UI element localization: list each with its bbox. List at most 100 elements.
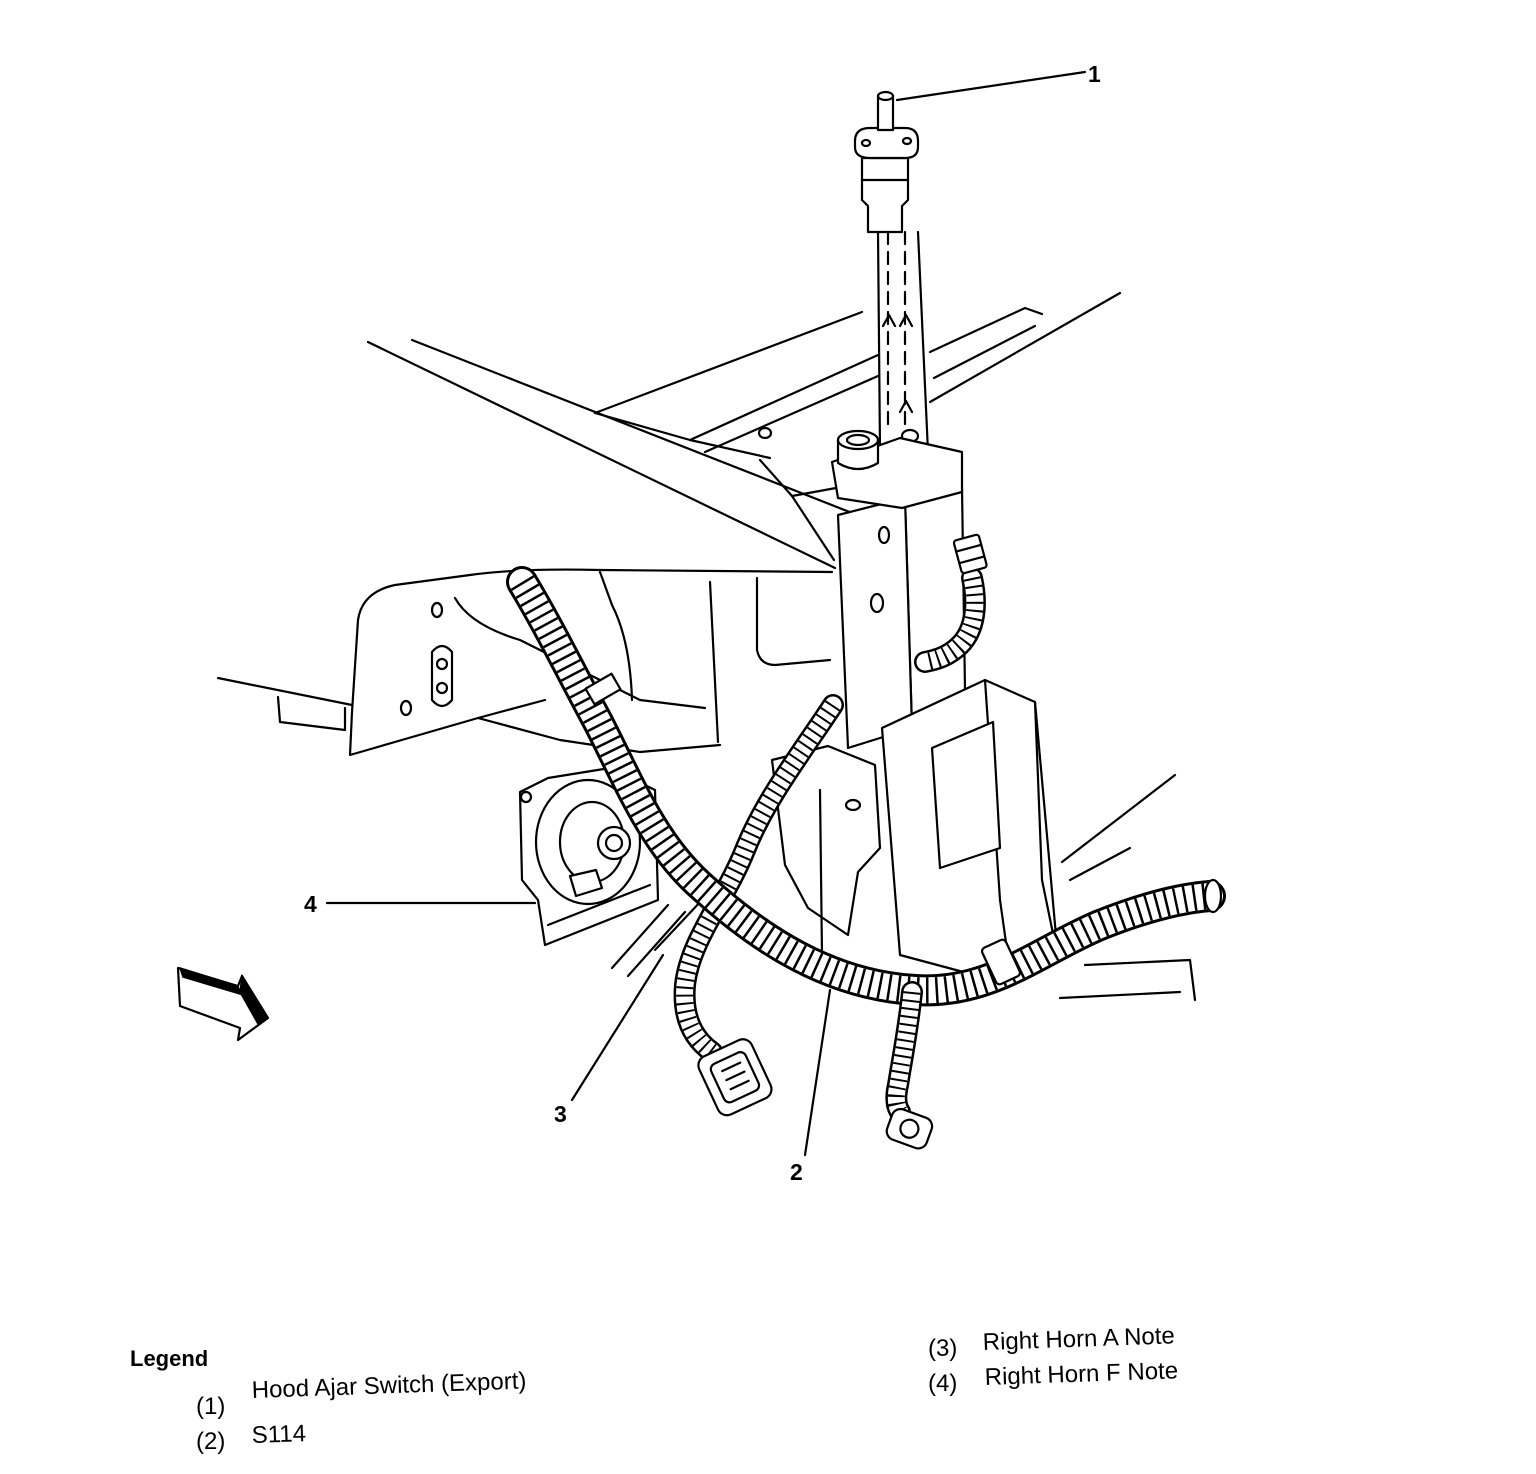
hood-ajar-switch <box>853 90 920 234</box>
tie-bar-edge <box>703 374 880 454</box>
switch-connector <box>952 533 988 575</box>
stem-edge <box>916 230 930 454</box>
switch-flange <box>853 126 920 160</box>
harness-branch-splice <box>896 992 912 1112</box>
callout-labels: 1 2 3 4 <box>304 61 1101 1185</box>
legend-item-label: S114 <box>251 1420 306 1449</box>
guide-chevron <box>898 313 914 328</box>
guide-chevron <box>898 399 914 414</box>
connector-face <box>899 1118 920 1139</box>
callout-leaders <box>325 70 1087 1157</box>
connector-body <box>952 533 988 575</box>
tie-bar-edge <box>593 310 864 415</box>
plunger-tip <box>876 90 895 102</box>
panel-hole <box>757 426 773 440</box>
flange-hole <box>901 136 913 146</box>
fender-hole <box>430 601 444 619</box>
callout-4: 4 <box>304 891 317 917</box>
arrow-shade-head <box>239 973 270 1026</box>
leader-line-1 <box>895 70 1087 102</box>
horn-disc <box>534 778 642 906</box>
hood-latch-bracket <box>880 678 1060 987</box>
bolt-head-inner <box>845 433 871 447</box>
legend-item-label: Hood Ajar Switch (Export) <box>251 1367 527 1404</box>
right-horn <box>518 766 660 947</box>
connector-ribs <box>955 543 986 565</box>
splice-sleeve <box>980 938 1022 986</box>
legend-item-label: Right Horn A Note <box>982 1322 1175 1356</box>
bracket-hole <box>844 798 862 812</box>
support-edge <box>755 576 832 667</box>
guide-chevron <box>881 313 897 328</box>
switch-mounting-stem <box>876 230 930 454</box>
callout-3: 3 <box>554 1101 567 1127</box>
callout-2: 2 <box>790 1159 803 1185</box>
legend-title: Legend <box>130 1346 208 1371</box>
horn-mount-bracket-lines <box>610 898 704 978</box>
lower-connector <box>885 1107 934 1150</box>
tie-bar-edge <box>688 353 880 442</box>
horn-center-nub-inner <box>604 833 624 853</box>
legend-item-number: (4) <box>928 1370 957 1397</box>
post-side-face <box>903 486 967 730</box>
harness-clip <box>584 672 622 706</box>
fender-inner-edge <box>453 596 707 710</box>
flange-hole <box>860 138 872 148</box>
radiator-support-post <box>830 429 967 750</box>
bracket-body <box>770 744 882 937</box>
slot-hole <box>435 657 449 671</box>
legend-item-number: (2) <box>196 1428 225 1455</box>
bolt-head <box>836 429 880 451</box>
frame-edge <box>1058 990 1182 1000</box>
horn-connector <box>697 1038 773 1117</box>
leader-line-3 <box>570 953 665 1102</box>
harness-end-cap <box>1203 878 1223 914</box>
connector-latch <box>721 1061 750 1091</box>
frame-edge <box>1083 958 1197 1002</box>
callout-1: 1 <box>1088 61 1101 87</box>
post-front-plate <box>836 496 914 750</box>
legend-item-number: (3) <box>928 1335 957 1362</box>
horn-center-nub <box>596 825 632 861</box>
fender-slot <box>430 644 454 708</box>
stem-edge <box>876 230 882 452</box>
horn-mount-stud <box>519 790 533 804</box>
bracket-line <box>626 910 687 978</box>
fender-tab <box>276 695 347 732</box>
wiring-harness-main <box>522 582 1221 990</box>
front-direction-arrow-icon <box>176 966 270 1042</box>
fender-hole <box>399 699 413 717</box>
sheet-metal-edge <box>216 676 354 707</box>
hood-edge-line <box>366 340 837 570</box>
tie-bar-edge <box>928 306 1044 354</box>
tie-bar-edge <box>932 324 1037 380</box>
upper-body-panel <box>366 291 1122 570</box>
bracket-line <box>653 898 704 952</box>
legend-item-number: (1) <box>196 1393 225 1420</box>
connector-face <box>709 1051 761 1104</box>
arrow-shade-top <box>178 966 242 996</box>
support-edge <box>598 570 634 702</box>
horn-terminal <box>568 868 604 898</box>
tie-bar-edge <box>928 291 1122 404</box>
legend-item-label: Right Horn F Note <box>984 1357 1178 1391</box>
horn-bracket-edge <box>546 883 652 927</box>
connector-body <box>885 1107 934 1150</box>
latch-bracket-window <box>930 720 1002 870</box>
frame-edge <box>1068 846 1132 882</box>
post-hole <box>877 525 891 545</box>
switch-body <box>860 156 910 234</box>
fender-outline <box>350 568 834 714</box>
tie-bar-edge <box>790 494 836 562</box>
bracket-edge <box>818 788 824 957</box>
legend: Legend (1) Hood Ajar Switch (Export) (2)… <box>130 1322 1178 1455</box>
post-hole <box>869 592 885 614</box>
bracket-line <box>610 903 670 970</box>
lower-right-frame <box>1058 773 1197 1002</box>
hood-edge-line <box>410 338 877 524</box>
support-edge <box>708 580 720 744</box>
lower-support-bracket <box>770 744 882 957</box>
leader-line-2 <box>803 988 832 1157</box>
fender-lower-edge <box>348 698 547 757</box>
